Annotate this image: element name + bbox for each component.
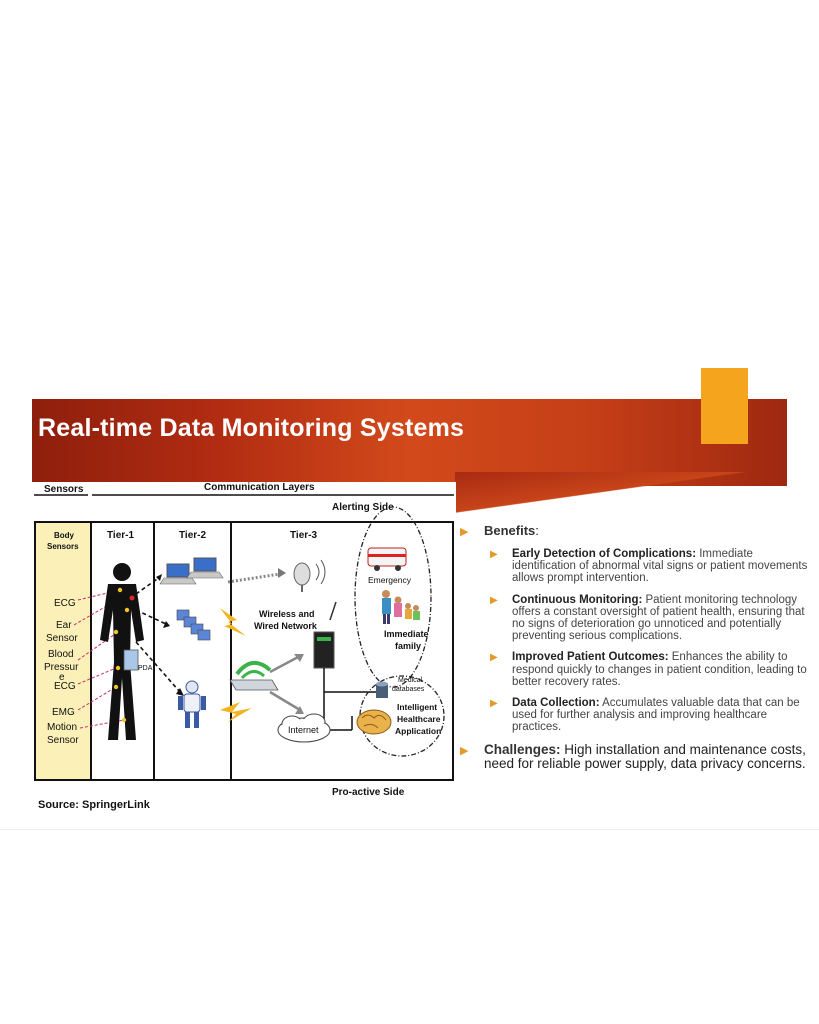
title-banner <box>32 399 787 486</box>
tier3-label: Tier-3 <box>290 530 317 541</box>
link-arrow-satellite-head <box>278 568 286 578</box>
challenges-heading: Challenges: <box>484 741 561 757</box>
link-arrow-server <box>269 654 301 674</box>
accent-block <box>701 368 748 444</box>
pda-label: PDA <box>138 665 153 672</box>
sensor-ecg-1: ECG <box>54 598 76 609</box>
challenges-text: High installation and maintenance costs,… <box>484 741 806 772</box>
pda-device <box>123 649 139 671</box>
benefit-label: Improved Patient Outcomes: <box>512 651 669 664</box>
family-label-1: Immediate <box>384 629 429 639</box>
alerting-side-label: Alerting Side <box>332 502 394 513</box>
database-icon <box>376 681 388 698</box>
benefit-label: Early Detection of Complications: <box>512 548 697 560</box>
emergency-label: Emergency <box>368 575 412 585</box>
benefit-item-4: ▶ Data Collection: Accumulates valuable … <box>460 697 810 734</box>
family-label-2: family <box>395 641 421 651</box>
ambulance-icon <box>367 547 407 571</box>
tier2-label: Tier-2 <box>179 530 206 541</box>
benefits-heading: Benefits <box>484 523 536 538</box>
benefit-text: Enhances the ability to respond quickly … <box>512 651 807 688</box>
sensor-ear-1: Ear <box>56 620 72 631</box>
family-icon <box>382 590 420 624</box>
bullet-arrow-icon: ▶ <box>490 698 498 710</box>
sensor-bp-1: Blood <box>48 649 74 660</box>
source-caption: Source: SpringerLink <box>38 799 150 811</box>
wireless-label-1: Wireless and <box>259 609 314 619</box>
sensor-motion-1: Motion <box>47 722 77 733</box>
server-icon <box>313 601 337 669</box>
link-arrow-satellite <box>227 572 281 584</box>
sensor-ecg-2: ECG <box>54 681 76 692</box>
lightning-icon-2 <box>220 702 252 722</box>
robot-icon <box>178 680 206 728</box>
bullet-arrow-icon: ▶ <box>460 744 469 757</box>
link-arrow-internet <box>269 690 301 712</box>
slide-title: Real-time Data Monitoring Systems <box>38 414 465 442</box>
sensor-emg: EMG <box>52 707 75 718</box>
benefit-text: Immediate identification of abnormal vit… <box>512 548 808 585</box>
link-arrow-internet-head <box>295 706 304 714</box>
intelligent-label-1: Intelligent <box>397 702 437 712</box>
sensor-column-bg <box>36 523 90 779</box>
link-arrow-server-head <box>294 654 304 662</box>
benefit-text: Accumulates valuable data that can be us… <box>512 697 800 734</box>
arrow-head-1 <box>156 574 162 581</box>
benefit-item-2: ▶ Continuous Monitoring: Patient monitor… <box>460 594 810 643</box>
laptops-icon <box>159 557 224 585</box>
banner-fold <box>455 472 787 526</box>
arrow-head-2 <box>163 621 170 628</box>
arrow-head-3 <box>176 688 184 696</box>
sensor-bp-3: e <box>59 672 65 683</box>
internet-cloud-icon <box>277 713 331 743</box>
sensor-dots <box>113 587 130 723</box>
bullet-arrow-icon: ▶ <box>490 549 498 560</box>
intelligent-label-2: Healthcare <box>397 714 441 724</box>
tier1-label: Tier-1 <box>107 530 134 541</box>
benefit-label: Data Collection: <box>512 697 600 710</box>
intelligent-label-3: Application <box>395 726 441 736</box>
internet-label: Internet <box>288 725 319 735</box>
brain-icon <box>356 709 392 735</box>
bullet-list: ▶ Benefits: ▶ Early Detection of Complic… <box>460 524 810 782</box>
bullet-arrow-icon: ▶ <box>490 594 498 606</box>
body-arrows <box>135 576 181 693</box>
slide-bottom-border <box>0 829 819 830</box>
sensor-ear-2: Sensor <box>46 633 78 644</box>
benefit-item-1: ▶ Early Detection of Complications: Imme… <box>460 548 810 585</box>
bullet-arrow-icon: ▶ <box>460 526 469 538</box>
benefit-label: Continuous Monitoring: <box>512 593 643 606</box>
monitoring-diagram: Sensors Communication Layers Alerting Si… <box>32 482 456 802</box>
benefits-colon: : <box>535 523 539 538</box>
wifi-router-icon <box>229 661 279 691</box>
medical-db-label-1: Medical <box>398 677 423 684</box>
wireless-label-2: Wired Network <box>254 621 318 631</box>
desktop-computers-icon <box>176 609 211 641</box>
diagram-frame <box>34 521 454 781</box>
benefit-text: Patient monitoring technology offers a c… <box>512 593 805 643</box>
medical-db-label-2: databases <box>392 686 425 693</box>
layers-header: Communication Layers <box>204 482 315 493</box>
diagram-svg: Sensors Communication Layers Alerting Si… <box>34 482 454 798</box>
body-sensors-label-1: Body <box>54 531 75 540</box>
satellite-dish-icon <box>293 559 326 592</box>
benefits-bullet: ▶ Benefits: <box>460 523 810 539</box>
challenges-bullet: ▶ Challenges: High installation and main… <box>460 741 810 772</box>
proactive-side-label: Pro-active Side <box>332 787 405 798</box>
human-silhouette <box>100 563 144 740</box>
benefit-item-3: ▶ Improved Patient Outcomes: Enhances th… <box>460 651 810 688</box>
proactive-ellipse <box>359 675 445 757</box>
lightning-icon-1 <box>220 608 246 636</box>
heart-sensor-dot <box>129 595 135 601</box>
alerting-ellipse <box>354 506 432 688</box>
sensors-header: Sensors <box>44 484 84 495</box>
sensor-motion-2: Sensor <box>47 735 79 746</box>
sensor-bp-2: Pressur <box>44 662 79 673</box>
slide: Real-time Data Monitoring Systems Sensor… <box>0 368 819 830</box>
body-sensors-label-2: Sensors <box>47 542 79 551</box>
bullet-arrow-icon: ▶ <box>490 652 498 664</box>
